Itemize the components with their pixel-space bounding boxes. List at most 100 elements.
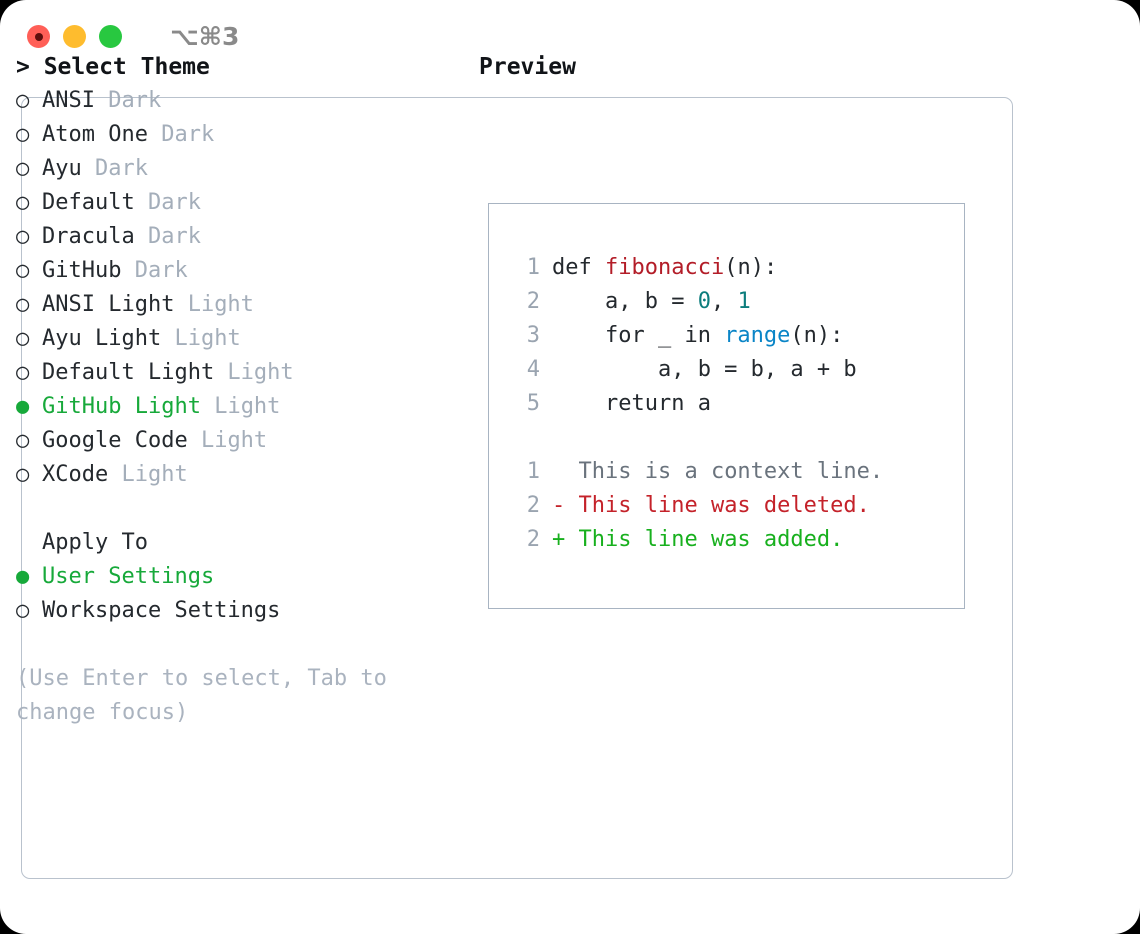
apply-to-heading: Apply To bbox=[42, 530, 148, 555]
traffic-light-buttons bbox=[27, 25, 122, 48]
theme-list-item[interactable]: ○ XCode Light bbox=[16, 458, 466, 492]
theme-list-item[interactable]: ○ GitHub Dark bbox=[16, 254, 466, 288]
code-line-number: 2 bbox=[526, 289, 540, 314]
diff-line-number: 2 bbox=[526, 527, 540, 552]
keyboard-shortcut-label: ⌥⌘3 bbox=[170, 22, 240, 51]
theme-name: ANSI bbox=[42, 88, 95, 113]
diff-marker: - bbox=[552, 493, 566, 518]
code-token: for _ in bbox=[552, 323, 725, 348]
radio-unselected-icon: ○ bbox=[16, 122, 30, 147]
theme-category: Dark bbox=[147, 122, 215, 147]
maximize-button[interactable] bbox=[99, 25, 122, 48]
radio-unselected-icon: ○ bbox=[16, 224, 30, 249]
close-button[interactable] bbox=[27, 25, 50, 48]
code-line-number: 3 bbox=[526, 323, 540, 348]
apply-to-label: Workspace Settings bbox=[42, 598, 281, 623]
theme-list-item[interactable]: ○ Atom One Dark bbox=[16, 118, 466, 152]
radio-selected-icon: ● bbox=[16, 394, 30, 419]
theme-category: Light bbox=[161, 326, 241, 351]
radio-unselected-icon: ○ bbox=[16, 258, 30, 283]
theme-category: Light bbox=[108, 462, 188, 487]
code-token: , bbox=[710, 289, 738, 314]
theme-name: Atom One bbox=[42, 122, 148, 147]
code-token: range bbox=[724, 323, 791, 348]
diff-line: 1 This is a context line. bbox=[510, 455, 883, 489]
theme-category: Dark bbox=[81, 156, 148, 181]
title-bar: ⌥⌘3 bbox=[0, 0, 1140, 76]
theme-name: ANSI Light bbox=[42, 292, 175, 317]
theme-list-item[interactable]: ○Dracula Dark bbox=[16, 220, 466, 254]
diff-text: This line was added. bbox=[565, 527, 844, 552]
theme-list-item[interactable]: ○ Google Code Light bbox=[16, 424, 466, 458]
code-token: return a bbox=[552, 391, 711, 416]
code-line-number: 5 bbox=[526, 391, 540, 416]
apply-to-label: User Settings bbox=[42, 564, 215, 589]
theme-list-item[interactable]: ○Default Light Light bbox=[16, 356, 466, 390]
code-blank-line bbox=[510, 421, 883, 455]
radio-unselected-icon: ○ bbox=[16, 190, 30, 215]
theme-list-item[interactable]: ○ANSI Dark bbox=[16, 84, 466, 118]
code-token: a, b = bbox=[552, 289, 698, 314]
diff-marker bbox=[552, 459, 565, 484]
diff-text: This is a context line. bbox=[565, 459, 884, 484]
theme-name: GitHub Light bbox=[42, 394, 201, 419]
diff-line-number: 1 bbox=[526, 459, 540, 484]
theme-category: Light bbox=[174, 292, 254, 317]
theme-category: Dark bbox=[121, 258, 188, 283]
theme-category: Dark bbox=[134, 190, 201, 215]
code-token: 1 bbox=[737, 289, 751, 314]
theme-list: ○ANSI Dark○Atom One Dark○Ayu Dark○Defaul… bbox=[16, 84, 466, 492]
code-line-number: 1 bbox=[526, 255, 540, 280]
code-token: 0 bbox=[697, 289, 711, 314]
theme-list-item[interactable]: ○ ANSI Light Light bbox=[16, 288, 466, 322]
radio-unselected-icon: ○ bbox=[16, 360, 30, 385]
diff-text: This line was deleted. bbox=[565, 493, 870, 518]
apply-to-option[interactable]: ○ Workspace Settings bbox=[16, 594, 466, 628]
minimize-button[interactable] bbox=[63, 25, 86, 48]
select-theme-heading: > Select Theme bbox=[16, 54, 210, 80]
code-line: 3 for _ in range(n): bbox=[510, 319, 883, 353]
code-token: fibonacci bbox=[604, 255, 725, 280]
hint-spacer bbox=[16, 628, 466, 662]
theme-name: Ayu bbox=[42, 156, 82, 181]
theme-name: Default Light bbox=[42, 360, 215, 385]
theme-category: Light bbox=[187, 428, 268, 453]
code-token: def bbox=[552, 255, 605, 280]
theme-category: Light bbox=[200, 394, 281, 419]
radio-selected-icon: ● bbox=[16, 564, 30, 589]
theme-list-item[interactable]: ● GitHub Light Light bbox=[16, 390, 466, 424]
diff-lines: 1 This is a context line. 2- This line wa… bbox=[510, 455, 883, 557]
preview-heading: Preview bbox=[479, 54, 576, 80]
diff-marker: + bbox=[552, 527, 566, 552]
code-line: 5 return a bbox=[510, 387, 883, 421]
diff-line: 2 + This line was added. bbox=[510, 523, 883, 557]
code-line-number: 4 bbox=[526, 357, 540, 382]
code-line: 1 def fibonacci(n): bbox=[510, 251, 883, 285]
radio-unselected-icon: ○ bbox=[16, 428, 30, 453]
radio-unselected-icon: ○ bbox=[16, 156, 30, 181]
theme-list-item[interactable]: ○Default Dark bbox=[16, 186, 466, 220]
theme-name: Google Code bbox=[42, 428, 188, 453]
code-token: (n): bbox=[724, 255, 778, 280]
radio-unselected-icon: ○ bbox=[16, 326, 30, 351]
diff-line-number: 2 bbox=[526, 493, 540, 518]
code-line: 4 a, b = b, a + b bbox=[510, 353, 883, 387]
theme-category: Dark bbox=[94, 88, 162, 113]
radio-unselected-icon: ○ bbox=[16, 598, 30, 623]
theme-name: GitHub bbox=[42, 258, 122, 283]
radio-unselected-icon: ○ bbox=[16, 462, 30, 487]
code-token: (n): bbox=[790, 323, 844, 348]
radio-unselected-icon: ○ bbox=[16, 292, 30, 317]
apply-to-list: ● User Settings ○ Workspace Settings bbox=[16, 560, 466, 628]
apply-to-option[interactable]: ● User Settings bbox=[16, 560, 466, 594]
theme-picker-panel: > Select Theme ○ANSI Dark○Atom One Dark○… bbox=[16, 50, 466, 730]
section-spacer bbox=[16, 492, 466, 526]
theme-name: XCode bbox=[42, 462, 109, 487]
theme-list-item[interactable]: ○ Ayu Dark bbox=[16, 152, 466, 186]
preview-panel-header: Preview bbox=[479, 50, 979, 84]
theme-list-item[interactable]: ○Ayu Light Light bbox=[16, 322, 466, 356]
